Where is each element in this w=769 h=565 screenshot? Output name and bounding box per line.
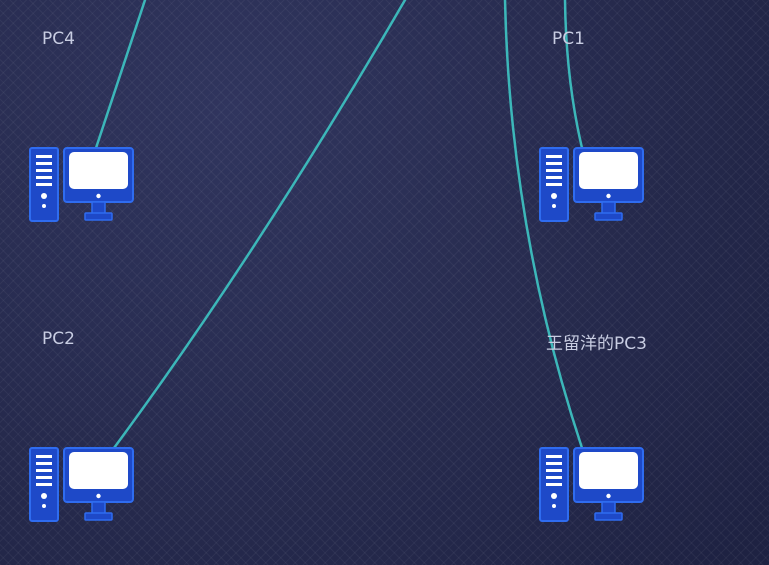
desktop-computer-icon[interactable] <box>538 146 646 224</box>
node-label-pc3: 王留洋的PC3 <box>546 334 647 354</box>
desktop-computer-icon[interactable] <box>538 446 646 524</box>
desktop-computer-icon[interactable] <box>28 446 136 524</box>
link-pc2[interactable] <box>112 0 407 450</box>
desktop-computer-icon[interactable] <box>28 146 136 224</box>
link-pc4[interactable] <box>94 0 147 150</box>
node-label-pc2: PC2 <box>42 329 75 349</box>
node-label-pc1: PC1 <box>552 29 585 49</box>
link-pc3[interactable] <box>503 0 584 450</box>
node-label-pc4: PC4 <box>42 29 75 49</box>
link-pc1[interactable] <box>563 0 584 150</box>
